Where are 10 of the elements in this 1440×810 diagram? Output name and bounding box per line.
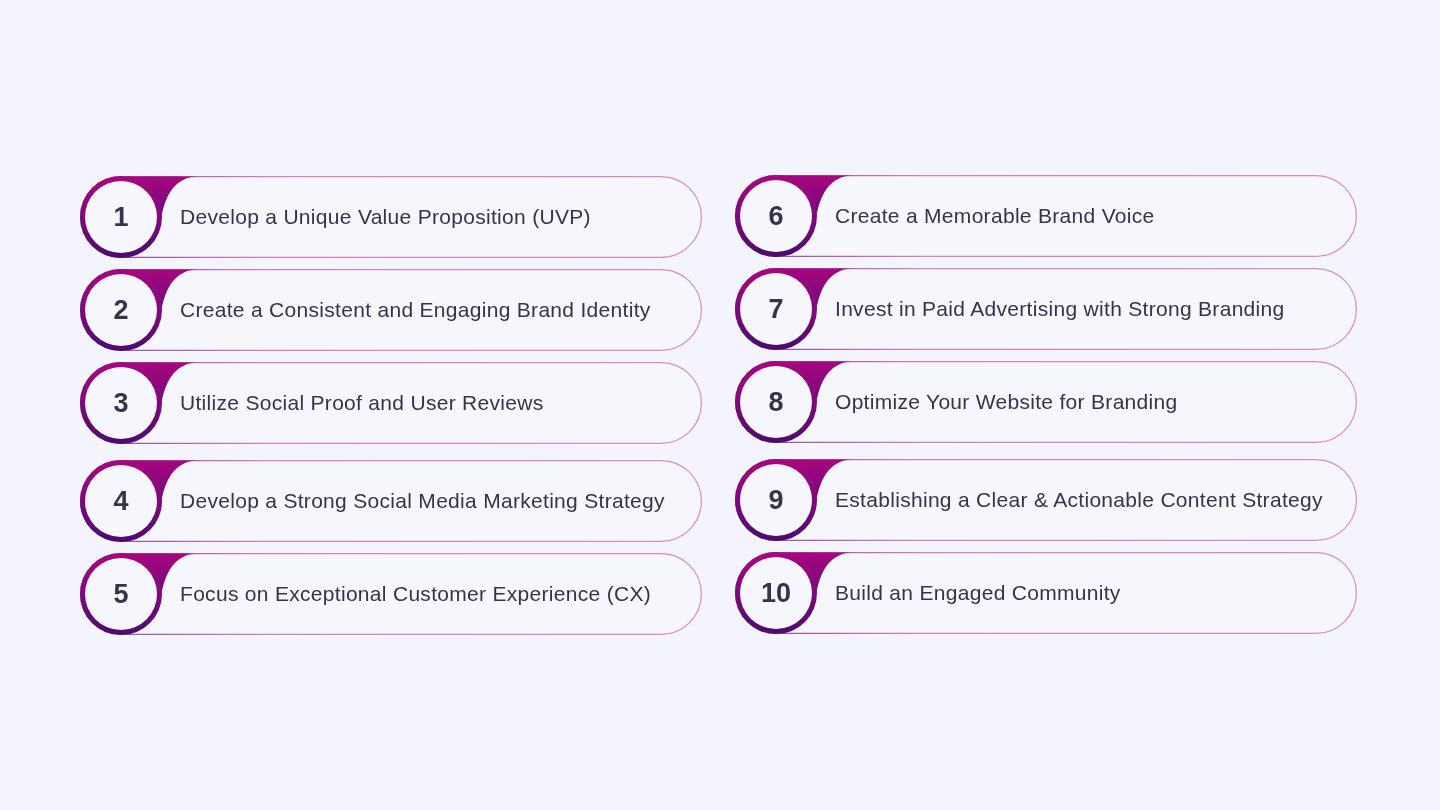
step-title: Establishing a Clear & Actionable Content Strategy (835, 487, 1323, 513)
step-title: Create a Consistent and Engaging Brand Identity (180, 297, 651, 323)
step-title: Optimize Your Website for Branding (835, 389, 1178, 415)
step-title: Develop a Unique Value Proposition (UVP) (180, 204, 591, 230)
step-title: Focus on Exceptional Customer Experience (CX) (180, 581, 652, 607)
step-title: Utilize Social Proof and User Reviews (180, 390, 544, 416)
step-title: Develop a Strong Social Media Marketing Strategy (180, 488, 665, 514)
step-title: Build an Engaged Community (835, 580, 1121, 606)
step-title: Create a Memorable Brand Voice (835, 203, 1155, 229)
step-title: Invest in Paid Advertising with Strong Branding (835, 296, 1285, 322)
